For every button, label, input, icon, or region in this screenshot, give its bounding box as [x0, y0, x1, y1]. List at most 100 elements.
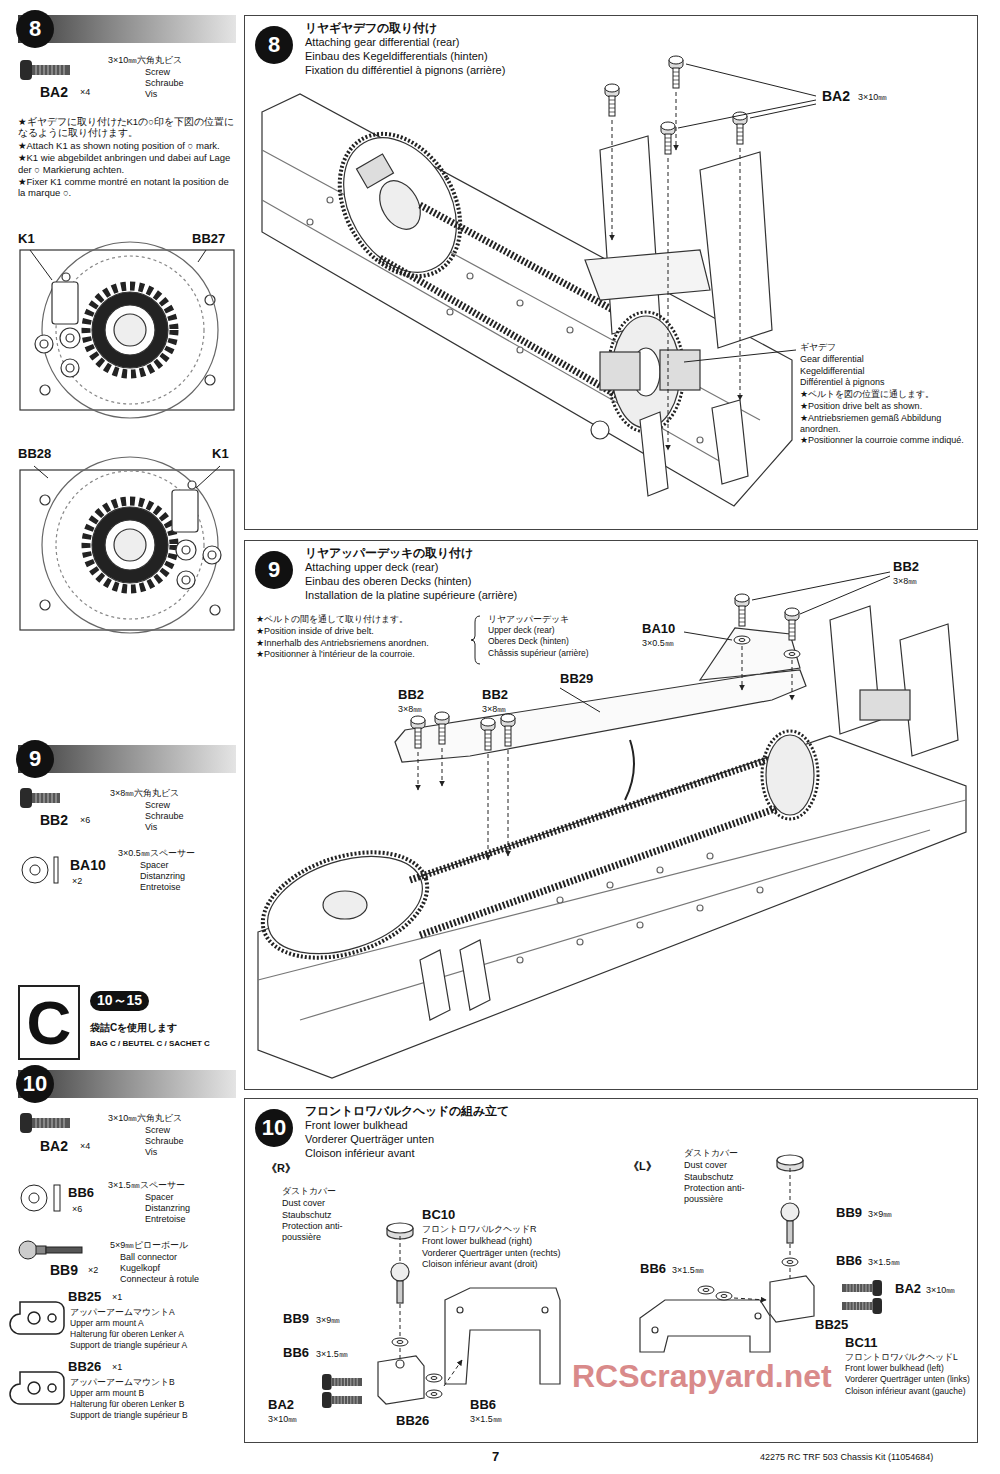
spec-text: Vis — [145, 89, 157, 99]
note-text: ★ベルトの間を通して取り付けます。 — [256, 614, 480, 625]
note-text: Staubschutz — [282, 1210, 368, 1221]
spec-text: ×4 — [80, 1141, 90, 1151]
spec-text: 3×1.5㎜スペーサー — [108, 1180, 185, 1190]
spec-text: 3×10㎜ — [926, 1285, 955, 1295]
part-code: BB6 — [68, 1186, 94, 1201]
part-code: K1 — [212, 447, 229, 462]
note-text: ギヤデフ — [800, 342, 976, 353]
part-code: BA10 — [642, 622, 675, 637]
part-code: BA2 — [268, 1398, 294, 1413]
note-text: ★Antriebsriemen gemäß Abbildung anordnen… — [800, 413, 976, 435]
step-title: Einbau des oberen Decks (hinten) — [305, 575, 471, 588]
note-text: Upper deck (rear) — [488, 625, 630, 635]
part-code: BA2 — [822, 88, 850, 104]
step-title: リヤアッパーデッキの取り付け — [305, 547, 473, 560]
spec-text: Distanzring — [145, 1203, 190, 1213]
spec-text: Support de triangle supérieur A — [70, 1341, 187, 1351]
spec-text: Connecteur à rotule — [120, 1274, 199, 1284]
note-text: Dust cover — [684, 1160, 776, 1171]
part-code: BA10 — [70, 857, 106, 873]
part-code: BB29 — [560, 672, 593, 687]
side-label: 《R》 — [266, 1162, 296, 1175]
part-code: K1 — [18, 232, 35, 247]
note-text: ★Positionner à l'intérieur de la courroi… — [256, 649, 480, 660]
spec-text: 3×1.5㎜ — [316, 1349, 348, 1359]
spec-text: 3×8㎜ — [482, 704, 506, 714]
spec-text: Screw — [145, 800, 170, 810]
note-group: ギヤデフGear differentialKegeldifferentialDi… — [800, 342, 976, 447]
note-text: フロントロワバルクヘッドL — [845, 1352, 975, 1362]
note-text: Dust cover — [282, 1198, 368, 1209]
spec-text: 3×10㎜ — [268, 1414, 297, 1424]
spec-text: Vis — [145, 1147, 157, 1157]
footer-text: 42275 RC TRF 503 Chassis Kit (11054684) — [760, 1452, 933, 1462]
note-text: Protection anti-poussière — [684, 1183, 776, 1205]
spec-text: Screw — [145, 67, 170, 77]
spec-text: Spacer — [140, 860, 169, 870]
note-group: フロントロワバルクヘッドRFront lower bulkhead (right… — [422, 1224, 627, 1271]
step-range: 10～15 — [90, 991, 149, 1011]
spec-text: Screw — [145, 1125, 170, 1135]
step-number: 8 — [16, 10, 54, 48]
part-code: BB26 — [68, 1360, 101, 1375]
spec-text: Vis — [145, 822, 157, 832]
step-title: Attaching upper deck (rear) — [305, 561, 438, 574]
spec-text: ×1 — [112, 1292, 122, 1302]
spec-text: Upper arm mount B — [70, 1389, 144, 1399]
part-code: BB27 — [192, 232, 225, 247]
step-title: Front lower bulkhead — [305, 1119, 408, 1132]
spec-text: Ball connector — [120, 1252, 177, 1262]
step-title: Vorderer Querträger unten — [305, 1133, 434, 1146]
note-group: ★ベルトの間を通して取り付けます。★Position inside of dri… — [256, 614, 480, 661]
side-label: 《L》 — [628, 1160, 657, 1173]
note-text: Différentiel à pignons — [800, 377, 976, 388]
note-text: Cloison inférieur avant (gauche) — [845, 1386, 975, 1396]
bag-note: BAG C / BEUTEL C / SACHET C — [90, 1039, 210, 1048]
spec-text: ×6 — [72, 1204, 82, 1214]
part-code: BB6 — [640, 1262, 666, 1277]
page-number: 7 — [492, 1450, 499, 1465]
watermark: RCScrapyard.net — [572, 1358, 832, 1395]
spec-text: ×1 — [112, 1362, 122, 1372]
note-text: ★Position drive belt as shown. — [800, 401, 976, 412]
note-text: Gear differential — [800, 354, 976, 365]
note-text: ★Positionner la courroie comme indiqué. — [800, 435, 976, 446]
note-text: フロントロワバルクヘッドR — [422, 1224, 627, 1235]
spec-text: Upper arm mount A — [70, 1319, 144, 1329]
step-number: 9 — [255, 551, 293, 589]
spec-text: Halterung für oberen Lenker A — [70, 1330, 184, 1340]
bag-box: C 10～15 袋詰Cを使用します BAG C / BEUTEL C / SACHET… — [18, 985, 236, 1060]
step-band: 8 — [18, 15, 236, 43]
spec-text: 5×9㎜ピローボール — [110, 1240, 188, 1250]
note-group: フロントロワバルクヘッドLFront lower bulkhead (left)… — [845, 1352, 975, 1397]
note-group: ダストカバーDust coverStaubschutzProtection an… — [684, 1148, 776, 1206]
spec-text: アッパーアームマウントB — [70, 1378, 175, 1388]
note-text: ★Innerhalb des Antriebsriemens anordnen. — [256, 638, 480, 649]
spec-text: アッパーアームマウントA — [70, 1308, 175, 1318]
spec-text: 3×10㎜ — [858, 92, 887, 102]
note-text: Front lower bulkhead (left) — [845, 1363, 975, 1373]
spec-text: 3×8㎜ — [398, 704, 422, 714]
spec-text: 3×0.5㎜ — [642, 638, 674, 648]
note-text: Kegeldifferential — [800, 366, 976, 377]
spec-text: ×2 — [88, 1265, 98, 1275]
spec-text: 3×9㎜ — [868, 1209, 892, 1219]
part-code: BB25 — [68, 1290, 101, 1305]
part-code: BB6 — [470, 1398, 496, 1413]
step-title: リヤギヤデフの取り付け — [305, 22, 437, 35]
part-code: BB9 — [283, 1312, 309, 1327]
part-code: BB6 — [836, 1254, 862, 1269]
note-text: Cloison inférieur avant (droit) — [422, 1259, 627, 1270]
step-band: 9 — [18, 745, 236, 773]
note-group: リヤアッパーデッキUpper deck (rear)Oberes Deck (h… — [488, 614, 630, 659]
step-number: 8 — [255, 26, 293, 64]
bag-note: 袋詰Cを使用します — [90, 1021, 177, 1035]
spec-text: 3×10㎜六角丸ビス — [108, 55, 182, 65]
spec-text: Schraube — [145, 811, 184, 821]
part-code: BC11 — [845, 1336, 878, 1351]
bag-letter: C — [18, 985, 80, 1060]
note-text: ダストカバー — [684, 1148, 776, 1159]
step-title: Attaching gear differential (rear) — [305, 36, 460, 49]
note-text: ★ギヤデフに取り付けたK1の○印を下図の位置になるように取り付けます。 — [18, 116, 234, 139]
